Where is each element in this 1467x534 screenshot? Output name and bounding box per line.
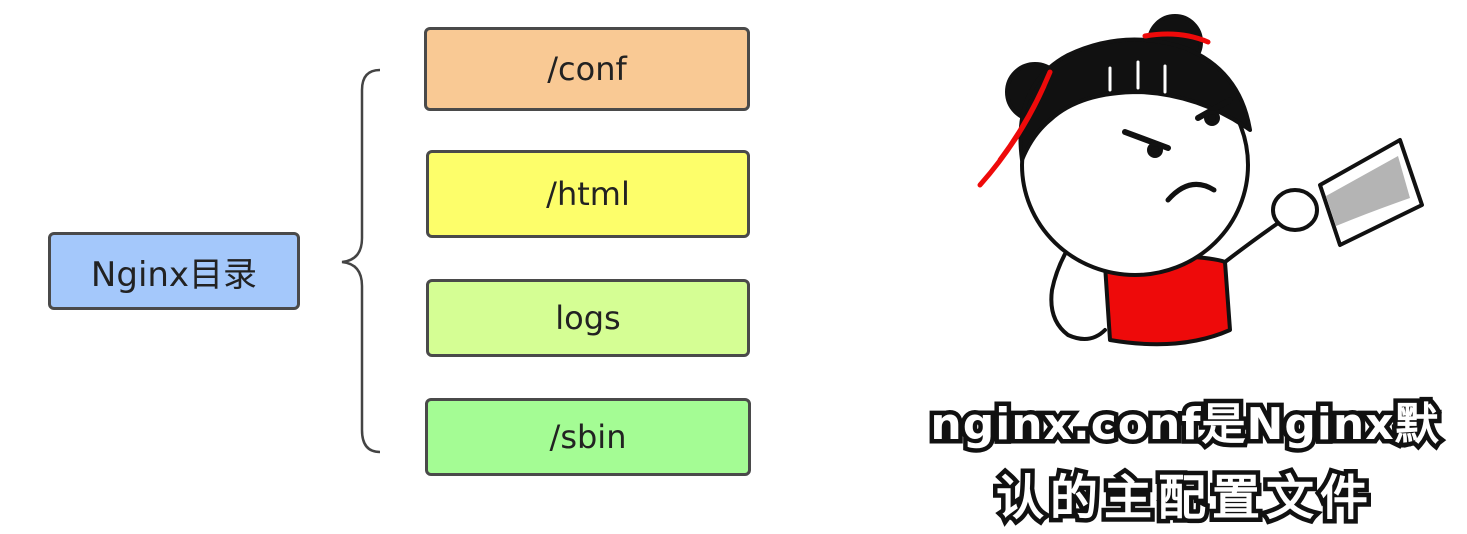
child-node-html: /html — [426, 150, 750, 238]
sticker-caption-line-2: 认的主配置文件 — [991, 466, 1374, 531]
child-node-label: /sbin — [549, 418, 627, 456]
child-node-logs: logs — [426, 279, 750, 357]
child-node-label: /html — [546, 175, 630, 213]
child-node-label: /conf — [547, 50, 627, 88]
root-node-label: Nginx目录 — [90, 254, 258, 295]
child-node-conf: /conf — [424, 27, 750, 111]
brace-connector — [341, 68, 381, 454]
child-node-label: logs — [555, 299, 621, 337]
angry-girl-cleaver-sticker — [977, 14, 1424, 347]
sticker-caption-line-1: nginx.conf是Nginx默 — [926, 395, 1443, 455]
child-node-sbin: /sbin — [425, 398, 751, 476]
root-node-nginx-directory: Nginx目录 — [48, 232, 300, 310]
